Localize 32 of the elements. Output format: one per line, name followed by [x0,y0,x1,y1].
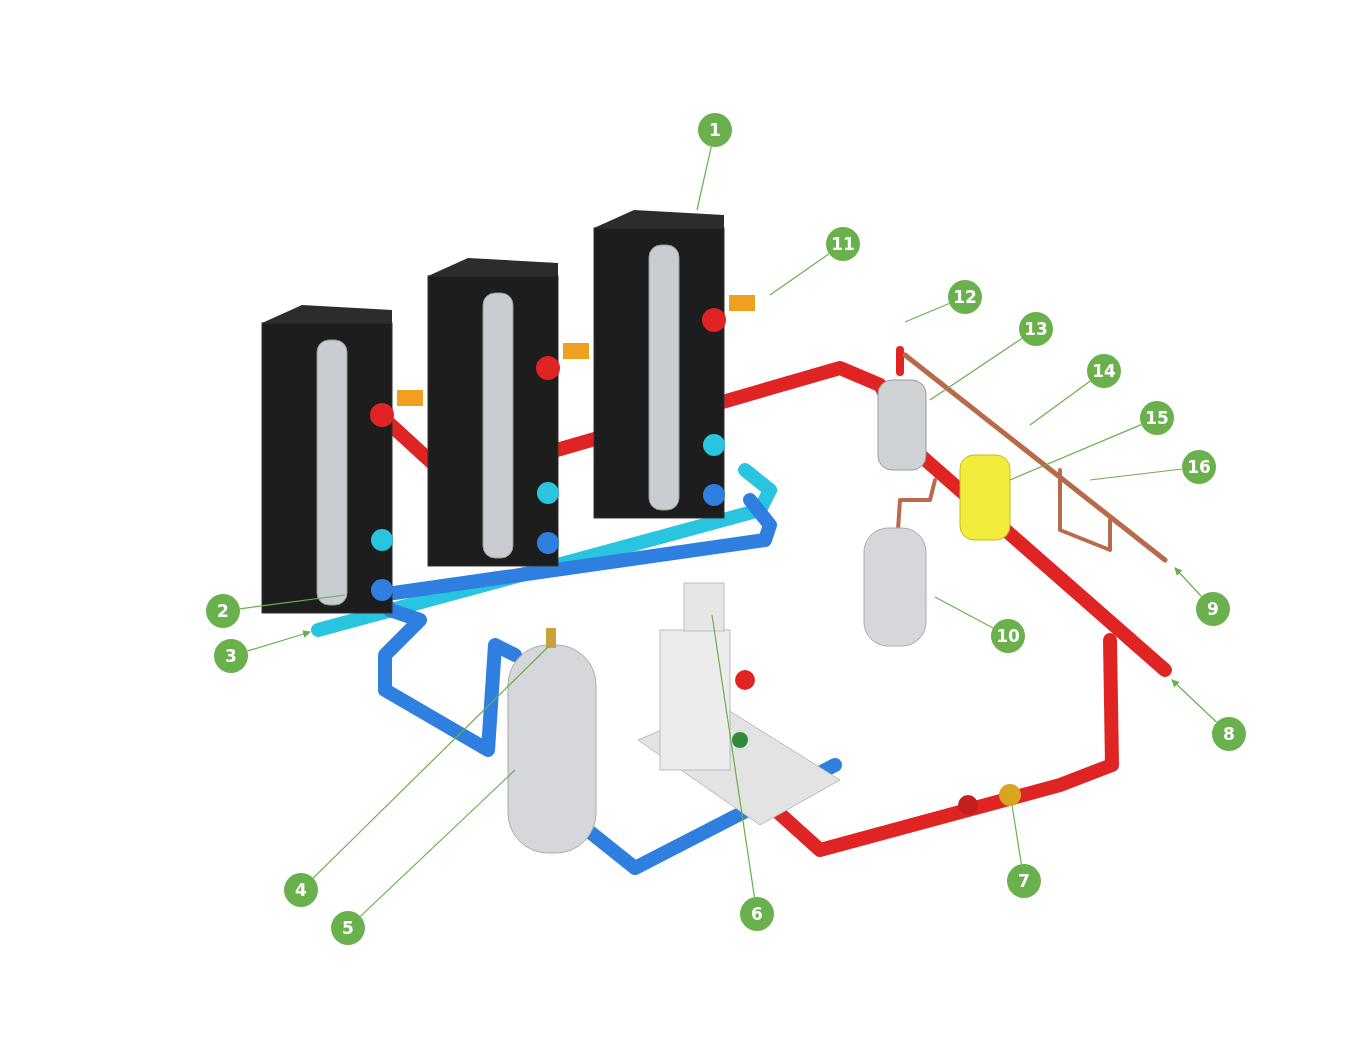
leader-line [929,337,1023,401]
leader-arrow [1174,567,1203,598]
leader-line [239,594,346,610]
callout-number: 14 [1087,354,1121,388]
leader-line [696,146,712,211]
leader-arrow [246,630,311,652]
callout-number: 2 [206,594,240,628]
callout-number: 10 [991,619,1025,653]
callout-number: 1 [698,113,732,147]
callout-number: 9 [1196,592,1230,626]
callout-number: 8 [1212,717,1246,751]
leader-arrow [1171,679,1218,723]
leader-line [769,253,830,296]
leader-line [359,769,516,917]
callout-number: 7 [1007,864,1041,898]
leader-line [1009,424,1142,481]
leader-line [312,644,551,879]
callout-number: 13 [1019,312,1053,346]
leader-line [904,302,950,323]
callout-number: 5 [331,911,365,945]
callout-number: 3 [214,639,248,673]
callout-number: 12 [948,280,982,314]
callout-number: 11 [826,227,860,261]
leader-line [1089,468,1183,481]
leader-line [1029,380,1091,426]
callout-number: 6 [740,897,774,931]
leader-line [711,614,756,898]
callout-number: 4 [284,873,318,907]
callout-number: 16 [1182,450,1216,484]
callout-number: 15 [1140,401,1174,435]
leader-line [934,596,994,629]
leader-line [1011,804,1022,865]
